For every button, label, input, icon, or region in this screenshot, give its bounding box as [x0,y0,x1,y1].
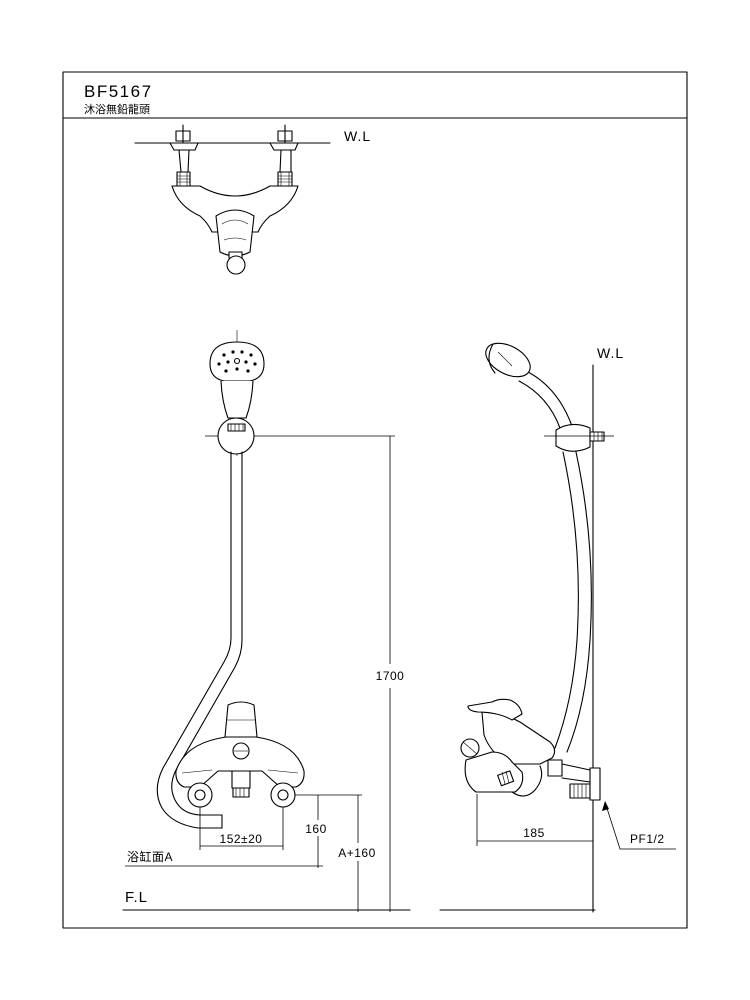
dim-rim-offset: 160 [305,822,327,836]
thread-spec-label: PF1/2 [630,832,665,846]
front-dimensions [122,436,596,912]
side-wall-flange [589,767,601,801]
side-shower-head [485,342,573,429]
side-shower-holder [544,423,614,452]
side-hose [554,451,592,753]
side-faucet-body [460,698,601,801]
wall-line-label-side: W.L [597,345,624,361]
plan-knob [226,255,246,275]
front-left-inlet [187,782,213,808]
wall-line-label-plan: W.L [344,128,371,144]
bathtub-rim-label: 浴缸面A [127,849,173,864]
front-view [122,330,596,912]
side-dimensions [476,794,676,850]
product-name: 沐浴無鉛龍頭 [84,102,150,116]
front-faucet-body [175,701,305,808]
front-right-inlet [270,782,296,808]
plan-faucet-body [171,185,299,233]
dim-wall-projection: 185 [523,826,545,840]
dim-inlet-spacing: 152±20 [220,832,263,846]
front-hose [156,451,243,829]
model-number: BF5167 [84,82,153,101]
plan-left-mount [169,124,199,187]
front-shower-holder [217,417,255,455]
drawing-frame [62,71,688,929]
side-view [460,342,676,913]
dim-holder-height: 1700 [376,669,405,683]
dim-inlet-height: A+160 [338,846,376,860]
floor-line-label: F.L [125,889,148,906]
plan-lever [215,209,255,257]
front-shower-head [209,341,265,419]
side-lever [467,698,523,721]
plan-right-mount [269,124,299,187]
plan-view [134,124,331,275]
